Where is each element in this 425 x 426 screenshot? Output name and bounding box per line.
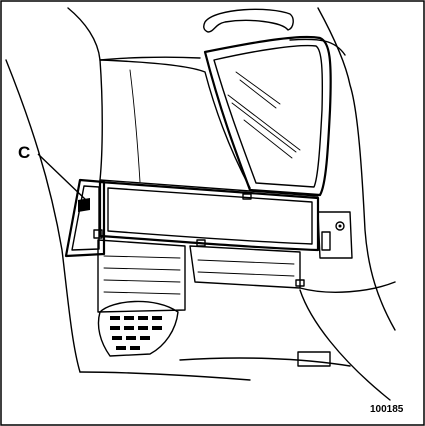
reference-number: 100185 [370,404,404,415]
quarter-window [203,35,332,197]
grab-handle [203,8,294,33]
speaker-grille [97,300,179,357]
floor-lines [79,289,391,401]
callout-leader-line [37,153,87,201]
clip [93,229,103,239]
vent-grille [97,239,186,313]
floor-latch [297,351,331,367]
callout-label-c: C [18,143,30,162]
side-trim-c [64,178,106,258]
clip [242,193,252,200]
side-trim-panel [99,59,319,197]
latch-bracket [299,211,396,293]
clip [295,279,305,287]
